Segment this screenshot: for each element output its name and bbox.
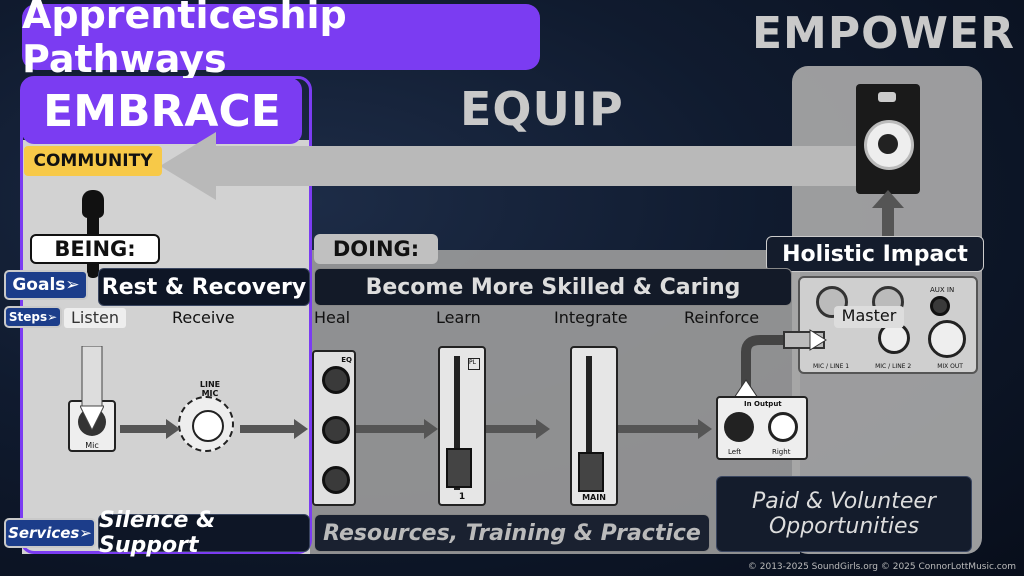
- embrace-panel: [22, 140, 310, 554]
- step-master: Master: [834, 306, 904, 328]
- community-tag: COMMUNITY: [24, 146, 162, 176]
- service-embrace: Silence & Support: [98, 508, 310, 558]
- mic-line-1-label: MIC / LINE 1: [813, 363, 850, 370]
- step-reinforce: Reinforce: [684, 308, 760, 327]
- being-label: BEING:: [30, 234, 160, 264]
- copyright: © 2013-2025 SoundGirls.org © 2025 Connor…: [747, 562, 1016, 572]
- fader-1-label: 1: [458, 492, 466, 502]
- step-receive: Receive: [172, 308, 235, 327]
- eq-strip: EQ: [312, 350, 356, 506]
- left-label: Left: [728, 448, 742, 456]
- mic-line-2-label: MIC / LINE 2: [875, 363, 912, 370]
- step-learn: Learn: [436, 308, 481, 327]
- doing-label: DOING:: [314, 234, 438, 264]
- down-arrow-icon: [80, 346, 104, 430]
- eq-label: EQ: [341, 356, 352, 364]
- goals-tag: Goals➢: [4, 270, 88, 300]
- mic-knob-label: MIC: [201, 389, 219, 398]
- phase-empower: EMPOWER: [752, 8, 1015, 59]
- services-tag: Services➢: [4, 518, 96, 548]
- steps-tag: Steps➢: [4, 306, 62, 328]
- up-arrow-icon: [872, 190, 904, 236]
- phase-equip: EQUIP: [460, 82, 624, 136]
- cable-icon: [733, 329, 827, 427]
- output-panel: In Output Left Right: [716, 396, 808, 460]
- right-label: Right: [772, 448, 791, 456]
- mic-label: Mic: [85, 441, 99, 450]
- aux-in-label: AUX IN: [930, 286, 955, 294]
- holistic-impact: Holistic Impact: [766, 236, 984, 272]
- goal-embrace: Rest & Recovery: [98, 268, 310, 306]
- page-title: Apprenticeship Pathways: [22, 0, 540, 81]
- pl-label: PL: [468, 358, 480, 370]
- step-heal: Heal: [314, 308, 351, 327]
- mix-out-label: MIX OUT: [937, 363, 963, 370]
- fader-1: PL 1: [438, 346, 486, 506]
- flow-arrows: [120, 419, 712, 439]
- fader-main: MAIN: [570, 346, 618, 506]
- step-integrate: Integrate: [554, 308, 628, 327]
- phase-embrace: EMBRACE: [22, 78, 302, 144]
- service-empower: Paid & Volunteer Opportunities: [716, 476, 972, 552]
- step-listen: Listen: [64, 308, 126, 328]
- speaker-icon: [856, 84, 920, 194]
- goal-equip: Become More Skilled & Caring: [314, 268, 792, 306]
- fader-main-label: MAIN: [582, 493, 606, 502]
- community-arrow: [160, 132, 860, 200]
- line-label: LINE: [199, 380, 221, 389]
- service-equip: Resources, Training & Practice: [314, 514, 710, 552]
- in-output-label: In Output: [744, 400, 782, 408]
